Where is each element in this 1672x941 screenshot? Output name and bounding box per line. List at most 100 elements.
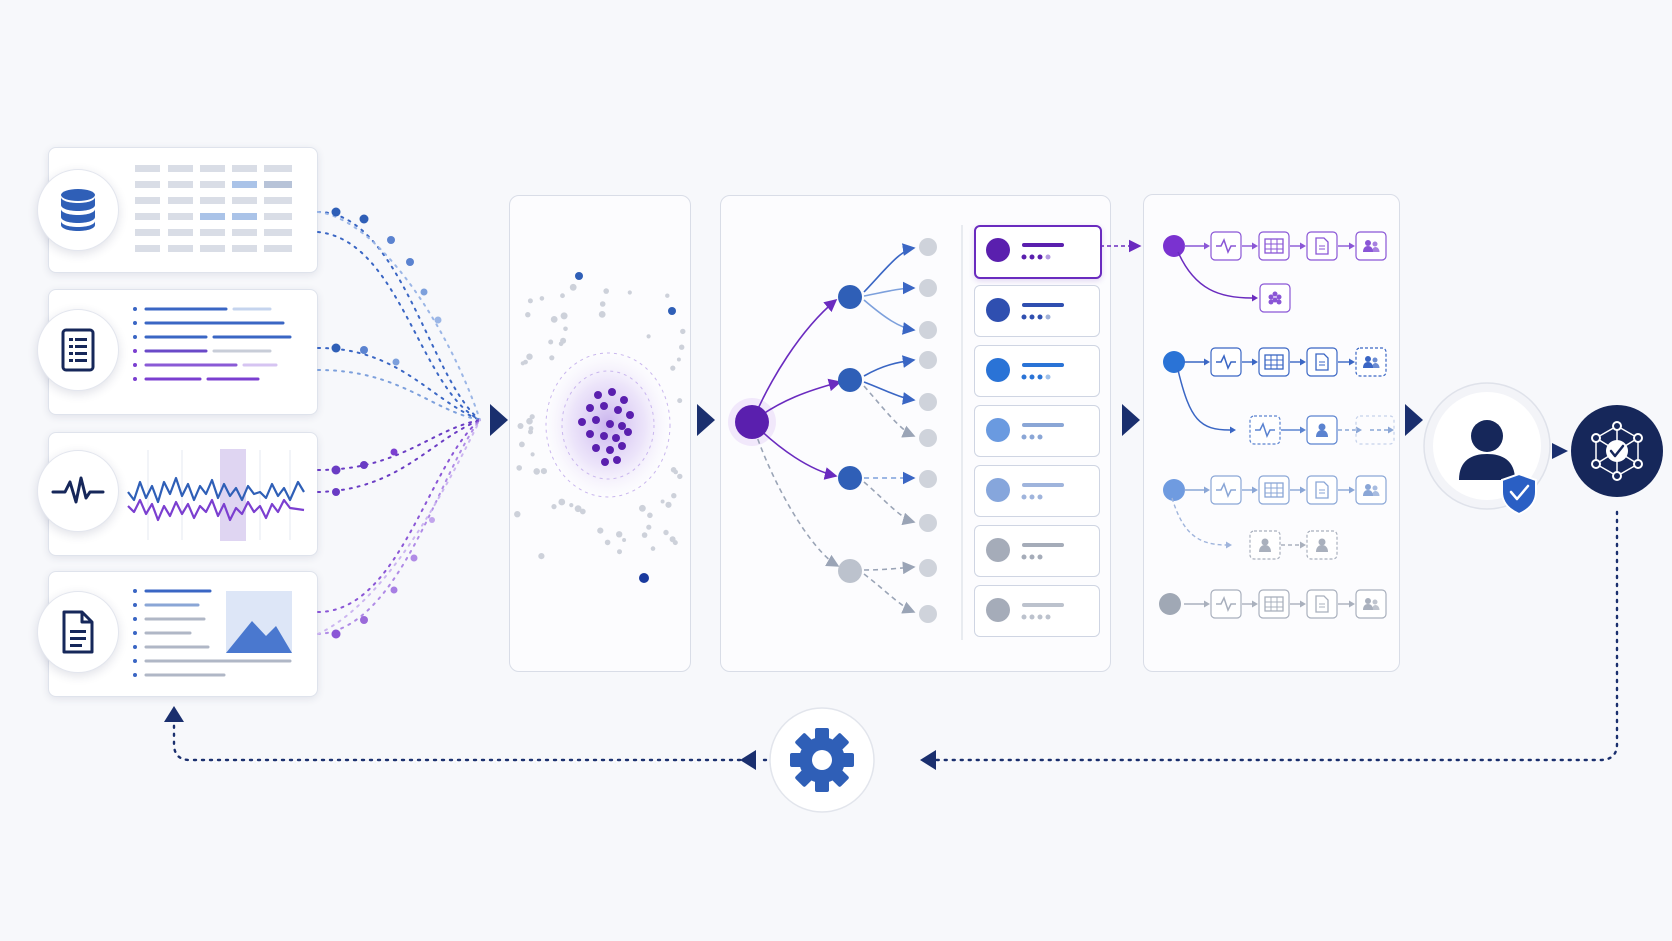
step-arrowhead (1252, 358, 1258, 366)
waveform-icon (37, 450, 119, 532)
scatter-point (520, 361, 525, 366)
connector-dots (331, 207, 442, 639)
users-icon (1355, 347, 1387, 377)
step-arrowhead (1300, 486, 1306, 494)
scatter-point (603, 288, 609, 294)
user-icon (1306, 530, 1338, 560)
scatter-point (538, 553, 545, 560)
scatter-point (679, 344, 685, 350)
pipeline-node (1163, 479, 1185, 501)
scatter-point (519, 441, 525, 448)
step-arrowhead (1300, 426, 1306, 434)
document-icon (1306, 231, 1338, 261)
scatter-point (669, 536, 676, 543)
step-arrowhead (1349, 242, 1355, 250)
step-arrowhead (1252, 486, 1258, 494)
output-card-contents (986, 238, 1064, 622)
scatter-point (663, 529, 669, 536)
step-arrowhead (1252, 600, 1258, 608)
step-arrowhead (1388, 426, 1394, 434)
user-icon (1306, 415, 1338, 445)
step-arrowhead (1252, 242, 1258, 250)
scatter-point (525, 312, 531, 318)
cluster-visual (514, 272, 686, 583)
step-arrowhead (1300, 600, 1306, 608)
branch-link (1177, 251, 1253, 299)
step-arrowhead (1349, 358, 1355, 366)
step-arrowhead (1204, 486, 1210, 494)
step-arrowhead (1204, 358, 1210, 366)
workflow-pipelines (1159, 231, 1395, 619)
step-arrowhead (1300, 242, 1306, 250)
scatter-point (539, 296, 545, 301)
scatter-point (533, 468, 540, 475)
stage-arrow (490, 404, 1423, 436)
waveform-icon (1249, 415, 1281, 445)
scatter-point (529, 414, 535, 420)
scatter-point (616, 531, 623, 538)
scatter-point (548, 339, 554, 345)
scatter-point (617, 549, 622, 555)
table-icon (1258, 475, 1290, 505)
scatter-point (579, 508, 586, 515)
table-icon (1258, 347, 1290, 377)
table-icon (1258, 589, 1290, 619)
gear-icon (769, 707, 875, 813)
step-arrowhead (1349, 600, 1355, 608)
branch-tree (728, 225, 963, 640)
text-with-image-preview (133, 589, 292, 677)
scatter-point (641, 532, 648, 538)
scatter-point (560, 293, 565, 299)
scatter-point (660, 499, 665, 504)
scatter-point (530, 452, 535, 457)
database-icon (37, 169, 119, 251)
source-connectors (317, 211, 481, 635)
scatter-point (677, 473, 683, 480)
scatter-point (665, 501, 672, 508)
scatter-point (647, 512, 653, 519)
scatter-point (680, 328, 686, 335)
scatter-point (527, 298, 533, 304)
step-arrowhead (1204, 242, 1210, 250)
step-arrowhead (1252, 294, 1258, 302)
scatter-point (677, 398, 683, 404)
line-chart-preview (127, 449, 305, 541)
scatter-point (526, 353, 533, 360)
pipeline-node (1159, 593, 1181, 615)
waveform-icon (1210, 589, 1242, 619)
branch-link (1171, 497, 1227, 546)
waveform-icon (1210, 231, 1242, 261)
scatter-point (551, 504, 557, 510)
scatter-point (598, 311, 606, 318)
step-arrowhead (1300, 541, 1306, 549)
scatter-point (646, 334, 651, 339)
feedback-arrowheads (164, 706, 936, 770)
scatter-point (639, 504, 646, 512)
scatter-point (599, 301, 606, 307)
scatter-point (670, 365, 676, 371)
scatter-point (560, 337, 567, 344)
users-icon (1355, 589, 1387, 619)
scatter-point (549, 355, 555, 361)
network-check-icon (1571, 405, 1663, 497)
scatter-point (650, 546, 656, 551)
scatter-point (528, 429, 533, 435)
placeholder-step (1355, 415, 1395, 445)
document-icon (1306, 475, 1338, 505)
scatter-point (569, 503, 574, 508)
text-lines-preview (133, 307, 292, 381)
scatter-point (604, 539, 611, 546)
waveform-icon (1210, 347, 1242, 377)
step-arrowhead (1349, 486, 1355, 494)
scatter-point (665, 293, 670, 298)
scatter-point (597, 527, 604, 534)
step-arrowhead (1356, 426, 1362, 434)
scatter-point (622, 538, 627, 542)
users-icon (1355, 231, 1387, 261)
step-arrowhead (1226, 541, 1232, 549)
review-output (1423, 382, 1551, 516)
branch-link (1177, 369, 1231, 431)
scatter-point (560, 312, 568, 320)
scatter-point (517, 423, 524, 429)
